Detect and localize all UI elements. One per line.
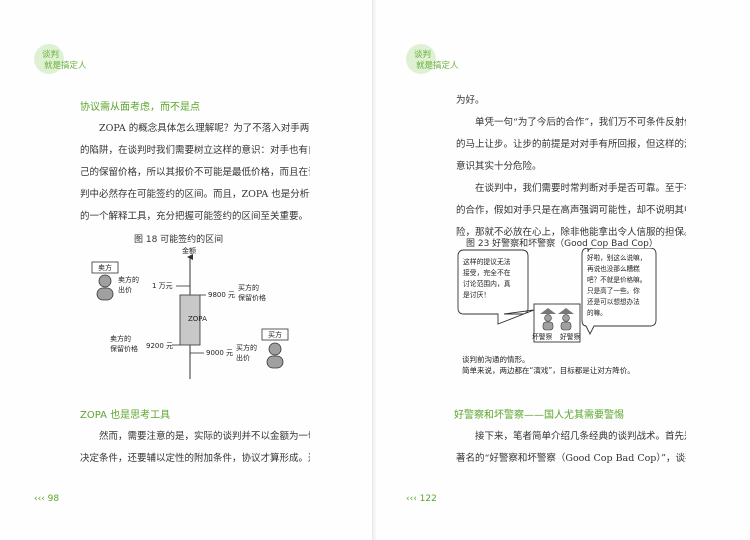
bubble-left-line2: 接受，完全不在 <box>463 268 511 277</box>
seller-reserve-line2: 保留价格 <box>110 344 138 353</box>
text-line: 单凭一句“为了今后的合作”，我们万不可条件反射似 <box>475 117 686 128</box>
text-line: 的陷阱，在谈判时我们需要树立这样的意识：对手也有自 <box>80 145 310 156</box>
logo-line2: 就是搞定人 <box>416 61 459 71</box>
bubble-right-line4: 只是高了一些。你 <box>587 286 640 295</box>
text-line: 为好。 <box>456 95 485 106</box>
right-paragraph-1: 为好。 单凭一句“为了今后的合作”，我们万不可条件反射似 的马上让步。让步的前提… <box>456 90 686 244</box>
logo-line2: 就是搞定人 <box>44 61 87 71</box>
zopa-bar <box>179 294 201 346</box>
price-9000: 9000 元 <box>206 349 233 357</box>
right-heading: 好警察和坏警察——国人尤其需要警惕 <box>454 410 624 421</box>
seller-offer-line2: 出价 <box>118 285 132 294</box>
right-page-number: ‹‹‹ 122 <box>406 494 437 504</box>
zopa-label: ZOPA <box>188 315 207 323</box>
text-line: 的马上让步。让步的前提是对对手有所回报，但这样的潜 <box>456 139 686 150</box>
axis-label: 金额 <box>182 246 196 255</box>
bad-cop-label: 坏警察 <box>532 332 553 341</box>
good-cop-bad-cop-illustration: 这样的提议无法 接受，完全不在 讨论范围内，真 是讨厌！ 好啦，别这么说嘛， 再… <box>457 248 657 343</box>
bubble-right-line5: 还是可以想想办法 <box>587 297 640 306</box>
bubble-left-line1: 这样的提议无法 <box>463 257 511 266</box>
bubble-right-line6: 的嘛。 <box>587 308 607 317</box>
seller-box-label: 卖方 <box>98 263 112 272</box>
header-logo-right: 谈判 就是搞定人 <box>406 44 466 78</box>
bubble-left-line3: 讨论范围内，真 <box>463 279 511 288</box>
text-line: 判中必然存在可能签约的区间。而且，ZOPA 也是分析谈判 <box>80 189 310 200</box>
text-line: 的一个解释工具，充分把握可能签约的区间至关重要。 <box>80 211 309 222</box>
text-line: ZOPA 的概念具体怎么理解呢？为了不落入对手两分法 <box>99 123 310 134</box>
price-10000: 1 万元 <box>152 282 173 290</box>
text-line: 接下来，笔者简单介绍几条经典的谈判战术。首先是最 <box>475 431 686 442</box>
text-line: 著名的“好警察和坏警察（Good Cop Bad Cop）”，谈判中有 <box>456 453 686 464</box>
good-cop-label: 好警察 <box>560 332 581 341</box>
page-number-value: 122 <box>419 494 437 504</box>
text-line: 在谈判中，我们需要时常判断对手是否可靠。至于将来 <box>475 183 686 194</box>
bubble-right-line2: 再说也没那么糟糕 <box>587 264 640 273</box>
text-line: 然而，需要注意的是，实际的谈判并不以金额为一切 <box>99 431 310 442</box>
bubble-right-line1: 好啦，别这么说嘛， <box>587 253 646 262</box>
header-logo: 谈判 就是搞定人 <box>34 44 94 78</box>
table-frame <box>533 303 581 343</box>
text-line: 意识其实十分危险。 <box>456 161 542 172</box>
figure-23-title: 图 23 好警察和坏警察（Good Cop Bad Cop） <box>466 239 658 249</box>
left-heading-1: 协议需从面考虑，而不是点 <box>80 102 200 113</box>
bubble-right-line3: 吧？不就是价格嘛。 <box>587 275 646 284</box>
left-page-number: ‹‹‹ 98 <box>34 494 60 504</box>
buyer-reserve-line1: 买方的 <box>238 283 259 292</box>
page-number-value: 98 <box>47 494 60 504</box>
left-paragraph-2: 然而，需要注意的是，实际的谈判并不以金额为一切 决定条件，还要辅以定性的附加条件… <box>80 426 310 470</box>
good-cop-speech-bubble <box>581 248 657 336</box>
buyer-offer-line2: 出价 <box>236 353 250 362</box>
buyer-box-label: 买方 <box>268 330 282 339</box>
seller-reserve-line1: 卖方的 <box>110 334 131 343</box>
bubble-left-line4: 是讨厌！ <box>463 290 490 299</box>
price-9800: 9800 元 <box>208 291 235 299</box>
bad-cop-figure-icon <box>540 308 556 331</box>
caption-line: 谈判前沟通的情形。 <box>462 355 530 364</box>
zopa-diagram: 金额 卖方 卖方的 出价 1 万元 ZOPA 9800 元 买方的 保留价格 卖… <box>91 246 289 379</box>
seller-person-icon <box>96 274 114 301</box>
buyer-box <box>261 328 289 341</box>
right-page: 谈判 就是搞定人 为好。 单凭一句“为了今后的合作”，我们万不可条件反射似 的马… <box>376 0 750 540</box>
figure-23-caption: 谈判前沟通的情形。 简单来说，两边都在“演戏”，目标都是让对方降价。 <box>462 354 635 376</box>
good-cop-figure-icon <box>558 308 574 331</box>
buyer-person-icon <box>266 342 284 369</box>
buyer-offer-line1: 买方的 <box>236 343 257 352</box>
caption-line: 简单来说，两边都在“演戏”，目标都是让对方降价。 <box>462 366 635 375</box>
seller-offer-line1: 卖方的 <box>118 275 139 284</box>
book-spine <box>372 0 378 540</box>
text-line: 决定条件，还要辅以定性的附加条件，协议才算形成。这 <box>80 453 310 464</box>
text-line: 险，那就不必放在心上，除非他能拿出令人信服的担保。 <box>456 227 686 238</box>
text-line: 的合作，假如对手只是在高声强调可能性，却不说明其中的风 <box>456 205 686 216</box>
text-line: 己的保留价格，所以其报价不可能是最低价格，而且在谈 <box>80 167 310 178</box>
bad-cop-speech-bubble <box>457 249 535 325</box>
figure-18-title: 图 18 可能签约的区间 <box>134 235 224 245</box>
left-page: 谈判 就是搞定人 协议需从面考虑，而不是点 ZOPA 的概念具体怎么理解呢？为了… <box>0 0 374 540</box>
logo-circle-icon <box>406 44 436 74</box>
logo-line1: 谈判 <box>42 50 60 60</box>
logo-line1: 谈判 <box>414 50 432 60</box>
seller-box <box>91 261 119 274</box>
buyer-reserve-line2: 保留价格 <box>238 293 266 302</box>
left-heading-2: ZOPA 也是思考工具 <box>80 410 171 421</box>
left-paragraph-1: ZOPA 的概念具体怎么理解呢？为了不落入对手两分法 的陷阱，在谈判时我们需要树… <box>80 118 310 228</box>
price-9200: 9200 元 <box>146 342 173 350</box>
logo-circle-icon <box>34 44 64 74</box>
right-paragraph-2: 接下来，笔者简单介绍几条经典的谈判战术。首先是最 著名的“好警察和坏警察（Goo… <box>456 426 686 470</box>
